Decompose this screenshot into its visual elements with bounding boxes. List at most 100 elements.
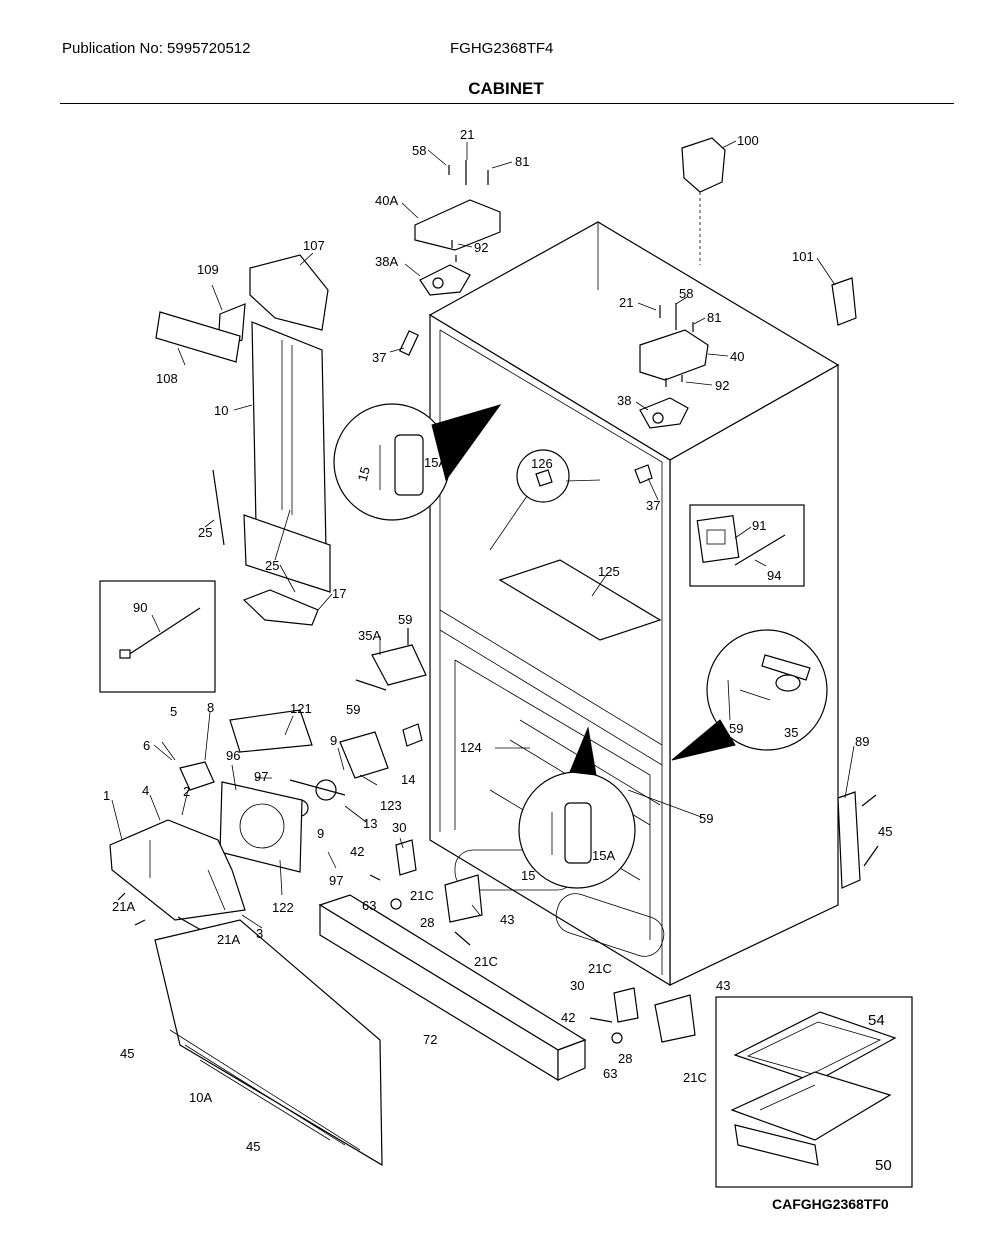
- callout-38: 38: [617, 393, 631, 408]
- callout-21-top: 21: [460, 127, 474, 142]
- callout-54: 54: [868, 1012, 885, 1029]
- callout-45-bot: 45: [246, 1139, 260, 1154]
- callout-92-mid: 92: [715, 378, 729, 393]
- callout-92-top: 92: [474, 240, 488, 255]
- callout-58-top: 58: [412, 143, 426, 158]
- callout-17: 17: [332, 586, 346, 601]
- callout-21C-top: 21C: [410, 888, 434, 903]
- callout-101: 101: [792, 249, 814, 264]
- model-number: FGHG2368TF4: [450, 40, 554, 57]
- callout-2: 2: [183, 784, 190, 799]
- callout-63-bot: 63: [603, 1066, 617, 1081]
- callout-96: 96: [226, 748, 240, 763]
- evaporator-cover-assembly: [155, 254, 331, 626]
- callout-40A: 40A: [375, 193, 398, 208]
- hinge-cover-100: [681, 137, 726, 265]
- callout-40: 40: [730, 349, 744, 364]
- callout-28-top: 28: [420, 915, 434, 930]
- callout-94: 94: [767, 568, 781, 583]
- callout-91: 91: [752, 518, 766, 533]
- callout-59-circle: 59: [729, 721, 743, 736]
- top-hinge-left: [399, 160, 501, 356]
- callout-45-left: 45: [120, 1046, 134, 1061]
- rear-panel-10A: [154, 919, 383, 1167]
- callout-123: 123: [380, 798, 402, 813]
- callout-28-bot: 28: [618, 1051, 632, 1066]
- machine-compartment: [109, 709, 389, 936]
- callout-59-right: 59: [699, 811, 713, 826]
- inset-box-91-94: [689, 504, 805, 587]
- detail-circle-bottom: [518, 726, 636, 889]
- callout-50: 50: [875, 1157, 892, 1174]
- callout-124: 124: [460, 740, 482, 755]
- callout-4: 4: [142, 783, 149, 798]
- callout-59-top: 59: [398, 612, 412, 627]
- callout-43-top: 43: [500, 912, 514, 927]
- callout-42-bot: 42: [561, 1010, 575, 1025]
- callout-126: 126: [531, 456, 553, 471]
- callout-5: 5: [170, 704, 177, 719]
- callout-3: 3: [256, 926, 263, 941]
- side-panel-89: [837, 791, 879, 889]
- callout-21C-bot1: 21C: [588, 961, 612, 976]
- callout-10: 10: [214, 403, 228, 418]
- callout-21-mid: 21: [619, 295, 633, 310]
- leader-lines: [111, 140, 855, 929]
- bracket-35A: [355, 628, 427, 691]
- callout-9-bot: 9: [317, 826, 324, 841]
- top-hinge-right: [639, 303, 709, 429]
- detail-circle-126: [489, 449, 601, 551]
- callout-58-mid: 58: [679, 286, 693, 301]
- toe-grille-72: [318, 894, 587, 1082]
- callout-1: 1: [103, 788, 110, 803]
- callout-9-top: 9: [330, 733, 337, 748]
- callout-37-right: 37: [646, 498, 660, 513]
- callout-42-top: 42: [350, 844, 364, 859]
- detail-circle-top: [333, 403, 502, 521]
- callout-35: 35: [784, 725, 798, 740]
- inset-box-90: [99, 580, 216, 693]
- callout-122: 122: [272, 900, 294, 915]
- callout-63-top: 63: [362, 898, 376, 913]
- callout-125: 125: [598, 564, 620, 579]
- callout-89: 89: [855, 734, 869, 749]
- page-title: CABINET: [468, 79, 544, 98]
- callout-8: 8: [207, 700, 214, 715]
- callout-72: 72: [423, 1032, 437, 1047]
- callout-38A: 38A: [375, 254, 398, 269]
- callout-15A-top: 15A: [424, 455, 447, 470]
- callout-90: 90: [133, 600, 147, 615]
- callout-97-bot: 97: [329, 873, 343, 888]
- callout-6: 6: [143, 738, 150, 753]
- detail-circle-right: [671, 629, 828, 761]
- callout-13: 13: [363, 816, 377, 831]
- hinge-bottom-right: [589, 987, 696, 1044]
- callout-15A-bot: 15A: [592, 848, 615, 863]
- hinge-bottom-left: [369, 839, 483, 946]
- callout-21A-mid: 21A: [217, 932, 240, 947]
- callout-21A-left: 21A: [112, 899, 135, 914]
- callout-37-left: 37: [372, 350, 386, 365]
- callout-59-left: 59: [346, 702, 360, 717]
- callout-10A: 10A: [189, 1090, 212, 1105]
- cabinet-shell: [428, 221, 840, 987]
- callout-97-top: 97: [254, 769, 268, 784]
- callout-14: 14: [401, 772, 415, 787]
- callout-43-bot: 43: [716, 978, 730, 993]
- callout-81-mid: 81: [707, 310, 721, 325]
- callout-25-mid: 25: [265, 558, 279, 573]
- callout-81-top: 81: [515, 154, 529, 169]
- callout-25-left: 25: [198, 525, 212, 540]
- callout-30-top: 30: [392, 820, 406, 835]
- bracket-101: [831, 277, 857, 326]
- callout-35A: 35A: [358, 628, 381, 643]
- callout-100: 100: [737, 133, 759, 148]
- part-14: [402, 723, 423, 747]
- callout-15-top: 15: [355, 465, 373, 483]
- callout-15-bot: 15: [521, 868, 535, 883]
- callout-30-bot: 30: [570, 978, 584, 993]
- callout-labels: 21 58 81 40A 92 38A 37 100 101 21 58 81 …: [103, 127, 892, 1174]
- inset-box-54-50: [715, 996, 913, 1188]
- callout-45-right: 45: [878, 824, 892, 839]
